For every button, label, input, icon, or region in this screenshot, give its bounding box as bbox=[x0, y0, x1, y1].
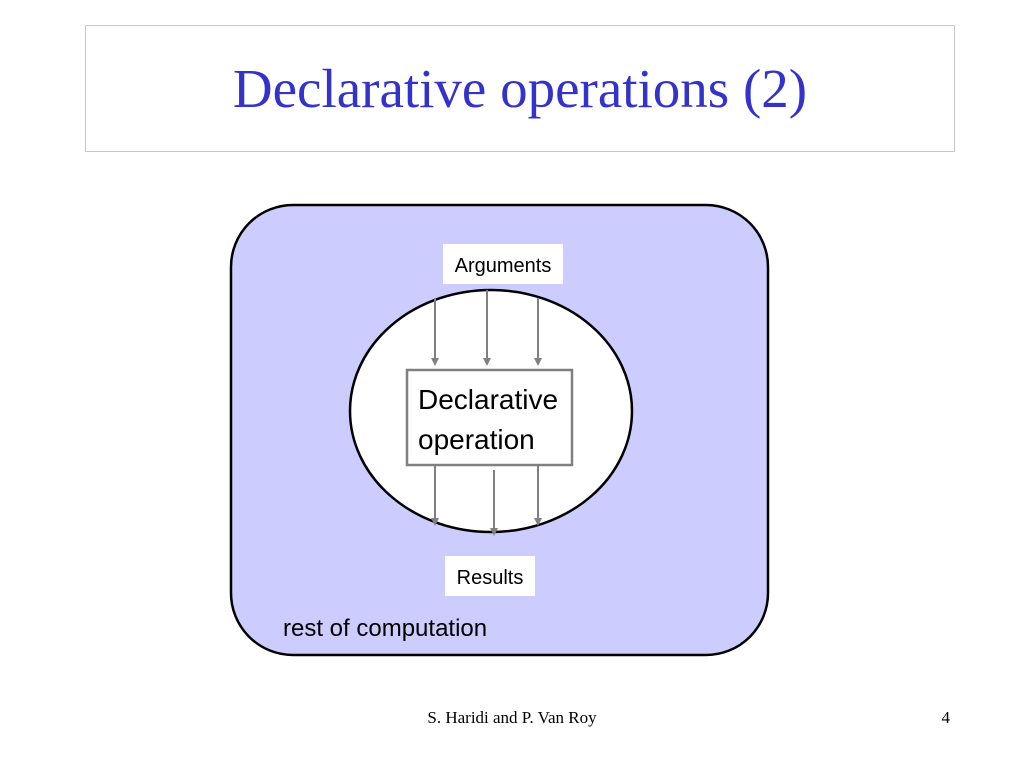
page-number: 4 bbox=[941, 708, 951, 727]
slide-title: Declarative operations (2) bbox=[232, 58, 808, 119]
arguments-label-box bbox=[443, 244, 563, 284]
results-label-box bbox=[445, 556, 535, 596]
operation-label-line2: operation bbox=[418, 424, 535, 455]
title-box: Declarative operations (2) bbox=[85, 25, 955, 152]
results-label: Results bbox=[457, 567, 524, 589]
rest-of-computation-label: rest of computation bbox=[283, 615, 487, 642]
arguments-label: Arguments bbox=[455, 255, 552, 277]
operation-label-line1: Declarative bbox=[418, 384, 558, 415]
declarative-operation-box bbox=[405, 368, 574, 467]
footer-author: S. Haridi and P. Van Roy bbox=[427, 708, 597, 727]
